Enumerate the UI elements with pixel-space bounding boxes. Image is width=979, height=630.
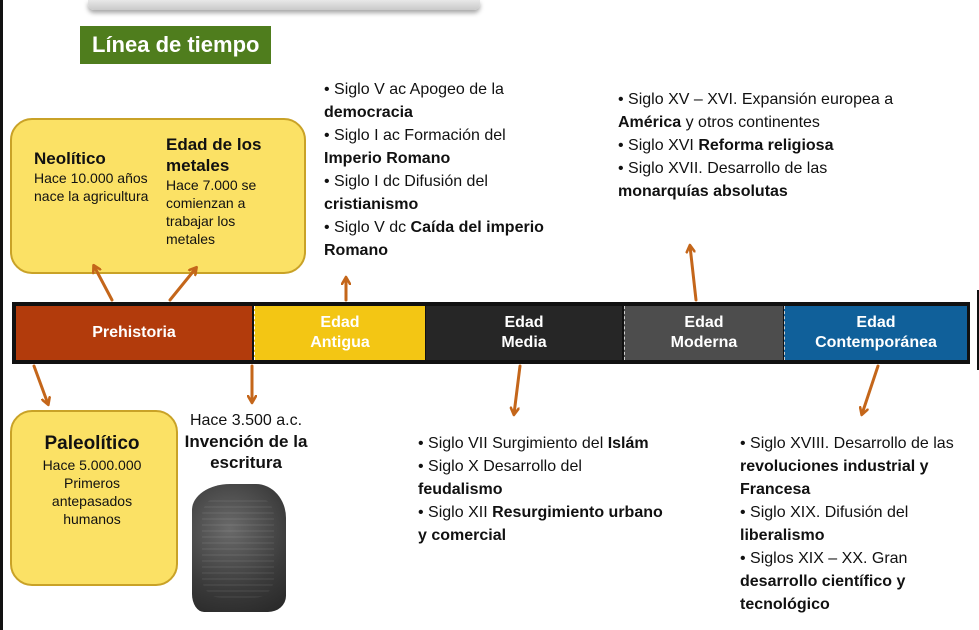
left-border	[0, 0, 3, 630]
escritura-box: Hace 3.500 a.c. Invención de la escritur…	[178, 410, 314, 473]
escritura-date: Hace 3.500 a.c.	[189, 412, 303, 429]
rosetta-stone-image	[192, 484, 286, 612]
right-border	[977, 290, 979, 370]
paleolitico-text: Hace 5.000.000 Primeros antepasados huma…	[42, 457, 142, 527]
era-prehistoria: Prehistoria	[16, 306, 252, 360]
arrow-moderna	[690, 246, 698, 302]
list-item: • Siglos XIX – XX. Gran desarrollo cient…	[740, 550, 908, 613]
neolitico-text: Hace 10.000 años nace la agricultura	[34, 170, 149, 204]
list-item: • Siglo XVIII. Desarrollo de las revoluc…	[740, 435, 954, 498]
list-item: • Siglo XVII. Desarrollo de las monarquí…	[618, 160, 828, 200]
metales-text: Hace 7.000 se comienzan a trabajar los m…	[166, 177, 257, 247]
list-item: • Siglo V dc Caída del imperio Romano	[324, 219, 544, 259]
paleolitico-box: Paleolítico Hace 5.000.000 Primeros ante…	[22, 432, 162, 528]
paleolitico-bubble	[10, 410, 178, 586]
list-item: • Siglo XVI Reforma religiosa	[618, 137, 834, 154]
neolitico-metales-bubble	[10, 118, 306, 274]
list-item: • Siglo I dc Difusión del cristianismo	[324, 173, 488, 213]
era-antigua: Edad Antigua	[254, 306, 425, 360]
list-item: • Siglo VII Surgimiento del Islám	[418, 435, 649, 452]
era-contemporanea-label: Edad Contemporánea	[815, 314, 937, 351]
timeline-bar: Prehistoria Edad Antigua Edad Media Edad…	[12, 302, 970, 364]
escritura-heading: Invención de la escritura	[184, 432, 308, 472]
arrow-paleolitico	[32, 364, 48, 404]
arrow-metales	[168, 268, 196, 302]
era-contemporanea: Edad Contemporánea	[784, 306, 967, 360]
antigua-events: • Siglo V ac Apogeo de la democracia • S…	[324, 78, 564, 262]
moderna-events: • Siglo XV – XVI. Expansión europea a Am…	[618, 88, 894, 203]
era-media-label: Edad Media	[501, 314, 547, 351]
media-events: • Siglo VII Surgimiento del Islám • Sigl…	[418, 432, 668, 547]
list-item: • Siglo X Desarrollo del feudalismo	[418, 458, 582, 498]
top-decoration	[88, 0, 480, 10]
arrow-neolitico	[94, 266, 114, 302]
era-antigua-label: Edad Antigua	[310, 314, 370, 351]
arrow-media	[514, 364, 522, 414]
era-moderna: Edad Moderna	[624, 306, 783, 360]
neolitico-heading: Neolítico	[34, 149, 106, 168]
metales-box: Edad de los metales Hace 7.000 se comien…	[166, 134, 286, 248]
list-item: • Siglo XIX. Difusión del liberalismo	[740, 504, 909, 544]
metales-heading: Edad de los metales	[166, 135, 262, 175]
contemporanea-events: • Siglo XVIII. Desarrollo de las revoluc…	[740, 432, 962, 616]
era-prehistoria-label: Prehistoria	[92, 324, 176, 341]
list-item: • Siglo I ac Formación del Imperio Roman…	[324, 127, 506, 167]
list-item: • Siglo V ac Apogeo de la democracia	[324, 81, 504, 121]
arrow-contemporanea	[862, 364, 880, 414]
era-moderna-label: Edad Moderna	[670, 314, 738, 351]
era-media: Edad Media	[426, 306, 622, 360]
page-title: Línea de tiempo	[80, 26, 272, 64]
neolitico-box: Neolítico Hace 10.000 años nace la agric…	[34, 148, 152, 205]
paleolitico-heading: Paleolítico	[44, 433, 140, 454]
list-item: • Siglo XV – XVI. Expansión europea a Am…	[618, 91, 894, 131]
list-item: • Siglo XII Resurgimiento urbano y comer…	[418, 504, 663, 544]
